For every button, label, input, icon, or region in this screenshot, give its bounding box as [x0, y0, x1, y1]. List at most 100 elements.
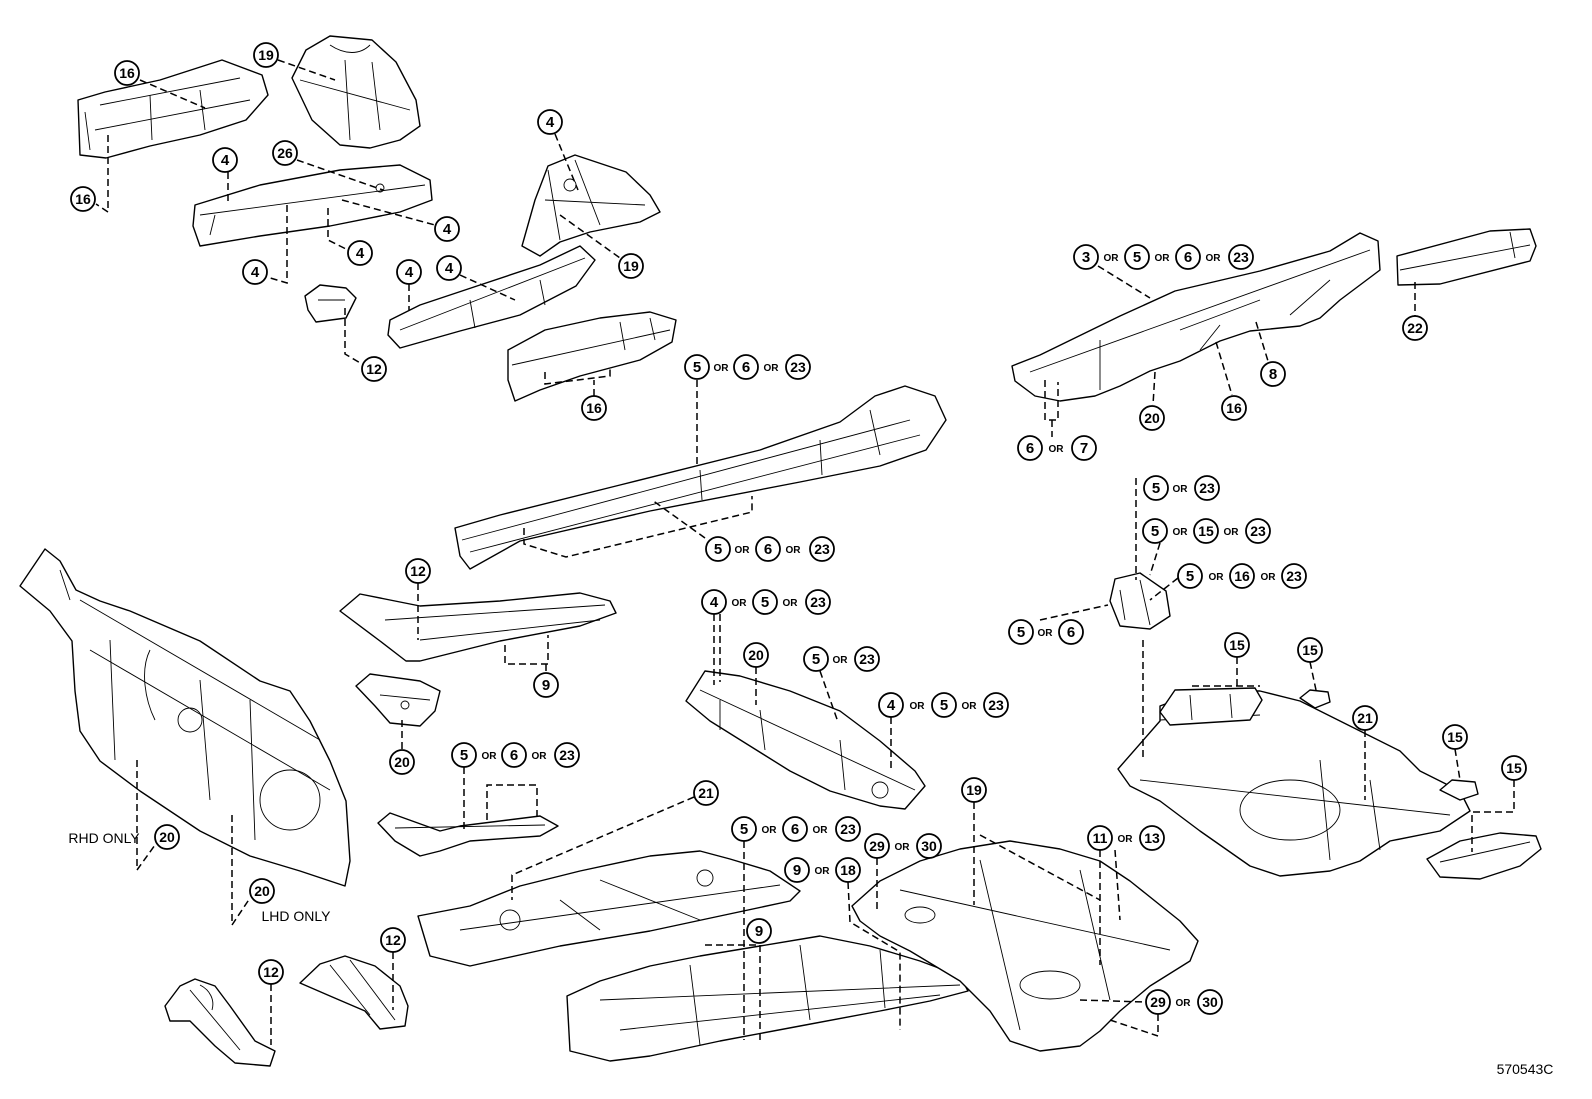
callout-group: 4: [347, 240, 373, 266]
part-rear-floor-pan: [851, 840, 1199, 1052]
callout-number-circle: [1139, 825, 1165, 851]
callout-number-circle: [1008, 619, 1034, 645]
callout-number-circle: [701, 589, 727, 615]
callout-number-circle: [684, 354, 710, 380]
leader-line: [504, 635, 549, 673]
callout-number-circle: [618, 253, 644, 279]
applicability-note: LHD ONLY: [262, 908, 332, 924]
callout-number-circle: [1221, 395, 1247, 421]
callout-number-circle: [733, 354, 759, 380]
part-rear-upper-bracket: [1109, 572, 1171, 630]
callout-number: 29: [869, 838, 885, 854]
callout-number: 4: [546, 114, 555, 131]
leader-line: [511, 796, 695, 900]
callout-number-circle: [434, 216, 460, 242]
part-front-wheel-housing: [291, 35, 421, 149]
or-separator: OR: [786, 545, 802, 556]
callout-number: 9: [793, 862, 801, 879]
callout-number: 8: [1269, 366, 1277, 383]
leader-line: [1044, 380, 1059, 437]
leader-line: [819, 670, 839, 723]
callout-number-circle: [272, 140, 298, 166]
callout-group: 16: [114, 60, 140, 86]
callout-number: 6: [1184, 249, 1192, 266]
callout-number-circle: [1193, 518, 1219, 544]
leader-line: [1135, 478, 1144, 760]
callout-number-circle: [731, 816, 757, 842]
callout-group: 16: [581, 395, 607, 421]
callout-number: 4: [251, 264, 260, 281]
callout-number: 20: [1144, 410, 1160, 426]
callout-number: 6: [510, 747, 518, 764]
callout-group: 15: [1224, 632, 1250, 658]
leader-line: [1215, 341, 1233, 396]
callout-number-circle: [931, 692, 957, 718]
or-separator: OR: [762, 825, 778, 836]
leader-line: [1255, 321, 1269, 362]
callout-number: 4: [356, 245, 365, 262]
leader-line: [1454, 748, 1461, 781]
part-dash-panel: [19, 548, 351, 887]
callout-number: 9: [755, 923, 763, 940]
callout-number: 19: [623, 258, 639, 274]
leader-line: [296, 159, 384, 191]
callout-number-circle: [785, 354, 811, 380]
part-rocker-sill: [454, 385, 947, 570]
callout-group: 15: [1501, 755, 1527, 781]
leader-line: [523, 496, 753, 558]
or-separator: OR: [1038, 628, 1054, 639]
callout-number-circle: [258, 959, 284, 985]
part-front-side-member: [192, 164, 433, 247]
part-front-floor-pan-left: [417, 850, 801, 967]
callout-number-circle: [114, 60, 140, 86]
callout-number: 15: [1447, 729, 1463, 745]
callout-number: 30: [921, 838, 937, 854]
callout-number: 5: [740, 821, 748, 838]
callout-group: 22: [1402, 315, 1428, 341]
callout-number-circle: [835, 816, 861, 842]
callout-number: 6: [1026, 440, 1034, 457]
callout-number: 12: [366, 361, 382, 377]
callout-number: 12: [263, 964, 279, 980]
callout-group: 12: [405, 558, 431, 584]
callout-number: 4: [405, 264, 414, 281]
callout-number-circle: [1124, 244, 1150, 270]
callout-number: 20: [394, 754, 410, 770]
callout-number-circle: [1245, 518, 1271, 544]
callout-number-circle: [1197, 989, 1223, 1015]
callout-number: 23: [840, 821, 856, 837]
callout-number: 20: [254, 883, 270, 899]
callout-group: 4: [434, 216, 460, 242]
callout-number: 23: [1250, 523, 1266, 539]
callout-number: 5: [1186, 568, 1194, 585]
callout-number-circle: [1017, 435, 1043, 461]
callout-number: 23: [1286, 568, 1302, 584]
callout-number-circle: [533, 672, 559, 698]
callout-group: 12: [380, 927, 406, 953]
callout-number: 19: [258, 47, 274, 63]
callout-number: 21: [698, 785, 714, 801]
leader-line: [1152, 371, 1156, 406]
callout-group: 16: [1221, 395, 1247, 421]
callout-group: 19: [618, 253, 644, 279]
callout-number-circle: [1442, 724, 1468, 750]
callout-number-circle: [1501, 755, 1527, 781]
callout-number-circle: [743, 642, 769, 668]
callout-group: 21: [1352, 705, 1378, 731]
callout-number: 30: [1202, 994, 1218, 1010]
applicability-note: RHD ONLY: [68, 830, 140, 846]
callout-group: 15: [1297, 637, 1323, 663]
callout-group: 4: [396, 259, 422, 285]
callout-number: 16: [586, 400, 602, 416]
callout-number: 15: [1302, 642, 1318, 658]
callout-number-circle: [253, 42, 279, 68]
